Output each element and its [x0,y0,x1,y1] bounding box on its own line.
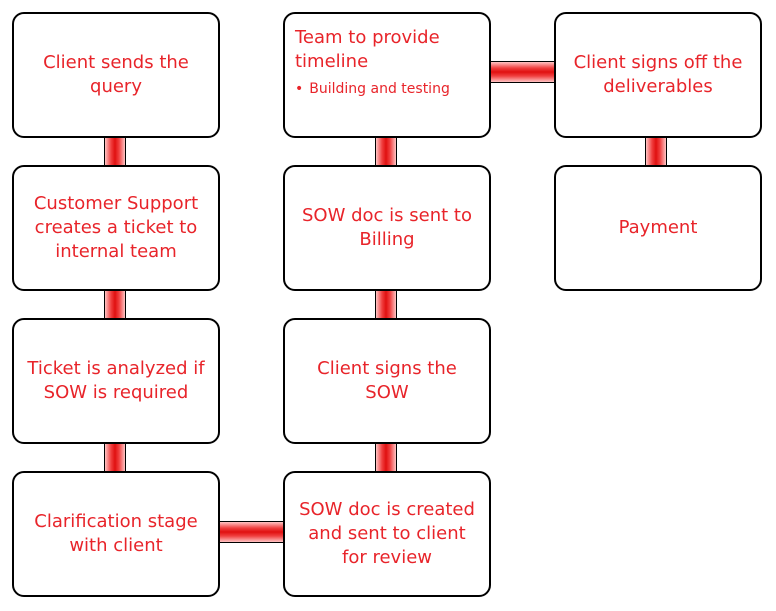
box-bullet-item: Building and testing [295,80,450,98]
box-label: Payment [618,217,698,238]
box-label: Clarification stage with client [34,511,198,556]
box-payment: Payment [554,165,762,291]
box-label: Customer Support creates a ticket to int… [33,193,199,262]
box-bullet-list: Building and testing [295,80,450,98]
box-label: Client signs the SOW [317,358,457,403]
box-ticket-analyzed: Ticket is analyzed if SOW is required [12,318,220,444]
box-customer-support-ticket: Customer Support creates a ticket to int… [12,165,220,291]
box-label: Team to provide timeline [295,27,440,72]
box-client-signs-sow: Client signs the SOW [283,318,491,444]
box-sow-created: SOW doc is created and sent to client fo… [283,471,491,597]
box-clarification-stage: Clarification stage with client [12,471,220,597]
box-team-timeline: Team to provide timeline Building and te… [283,12,491,138]
connector-timeline-to-signoff [487,61,559,83]
box-client-sends-query: Client sends the query [12,12,220,138]
box-client-signs-off: Client signs off the deliverables [554,12,762,138]
box-label: Client sends the query [43,52,189,97]
box-label: SOW doc is created and sent to client fo… [299,499,475,568]
connector-clarification-to-sow-created [216,521,288,543]
box-label: Ticket is analyzed if SOW is required [27,358,205,403]
box-sow-sent-billing: SOW doc is sent to Billing [283,165,491,291]
box-label: Client signs off the deliverables [573,52,743,97]
box-label: SOW doc is sent to Billing [302,205,472,250]
